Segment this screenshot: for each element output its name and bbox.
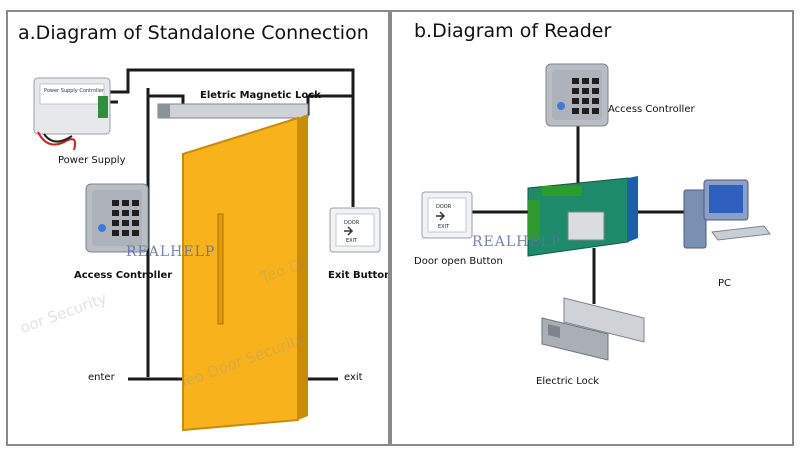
wire-lock-left <box>148 94 185 106</box>
label-electric-lock: Electric Lock <box>536 376 600 387</box>
key-icon <box>344 226 354 236</box>
door-handle <box>217 213 224 325</box>
exit-button-text-bottom: EXIT <box>346 238 358 244</box>
keypad-b-keys <box>572 78 599 114</box>
board-chip <box>567 211 605 241</box>
lock-b-hole <box>548 324 560 338</box>
label-exit-button: Exit Button <box>328 270 390 281</box>
power-terminal <box>98 96 108 118</box>
label-magnetic-lock: Eletric Magnetic Lock <box>200 90 321 101</box>
lock-body <box>157 103 309 119</box>
pc-tower <box>683 189 707 249</box>
exit-button-a <box>329 207 381 253</box>
access-controller-b <box>545 63 609 127</box>
label-access-controller-b: Access Controller <box>608 104 695 115</box>
reader-diagram: DOOR EXIT <box>421 63 771 361</box>
electric-lock <box>541 297 645 361</box>
wire-power-to-exit <box>108 68 355 207</box>
magnetic-lock <box>157 103 309 119</box>
board-edge <box>628 176 638 242</box>
label-access-controller-a: Access Controller <box>74 270 173 281</box>
power-supply <box>33 77 111 151</box>
panel-standalone-connection: a.Diagram of Standalone Connection Power… <box>6 10 390 446</box>
door-key-icon <box>436 211 446 221</box>
realhelp-logo-b: REALHELP <box>472 234 562 250</box>
panel-b-title: b.Diagram of Reader <box>414 20 612 42</box>
keypad-card-icon <box>98 224 106 232</box>
black-wire <box>43 133 73 143</box>
controller-board <box>527 176 638 257</box>
access-controller-a <box>85 183 149 253</box>
keypad-face <box>92 190 142 246</box>
exit-button-text-top: DOOR <box>344 220 360 226</box>
exit-button-face <box>335 213 375 247</box>
standalone-diagram: Power Supply Controller <box>33 68 381 432</box>
pc-screen <box>709 185 743 213</box>
terminal-block-top <box>542 186 582 196</box>
pc <box>683 179 771 249</box>
pc-keyboard <box>711 225 771 241</box>
label-exit: exit <box>344 372 363 383</box>
lock-b-body <box>563 297 645 343</box>
door-open-button <box>421 191 473 239</box>
label-pc: PC <box>718 278 732 289</box>
label-door-open-button: Door open Button <box>414 256 503 267</box>
label-power-supply: Power Supply <box>58 155 126 166</box>
keypad-b-card-icon <box>557 102 565 110</box>
door-edge <box>298 114 308 420</box>
door-button-text-top: DOOR <box>436 204 452 210</box>
panel-a-title: a.Diagram of Standalone Connection <box>18 22 369 44</box>
door-button-text-bottom: EXIT <box>438 224 450 230</box>
keypad-keys <box>112 200 139 236</box>
terminal-block-left <box>528 200 540 240</box>
lock-bracket-left <box>158 104 170 118</box>
power-plate-text: Power Supply Controller <box>44 88 105 94</box>
door <box>182 114 308 432</box>
power-supply-label-plate <box>39 83 105 105</box>
red-wire <box>37 131 77 151</box>
realhelp-logo-a: REALHELP <box>126 244 216 260</box>
door-button-face <box>427 197 467 233</box>
panel-reader-diagram: b.Diagram of Reader <box>390 10 794 446</box>
label-enter: enter <box>88 372 115 383</box>
